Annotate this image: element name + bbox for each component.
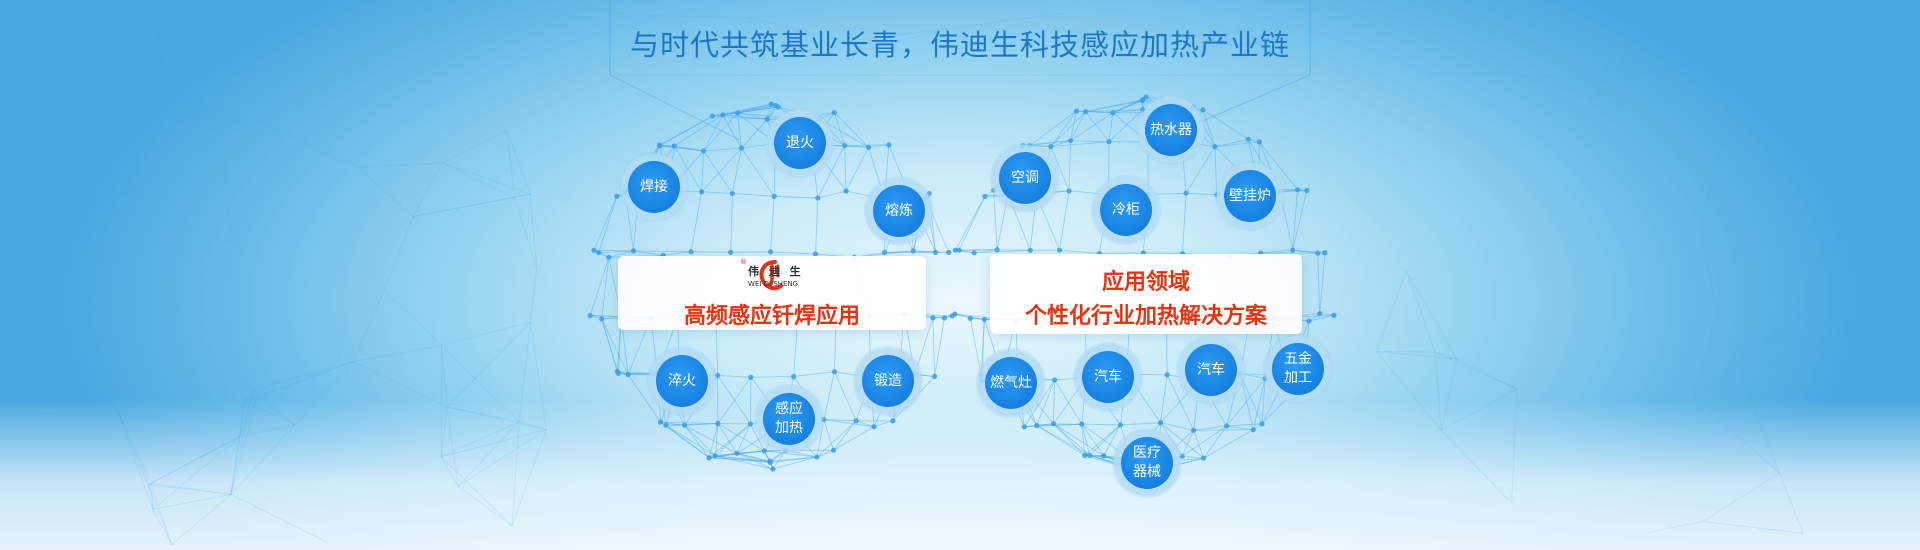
node-welding[interactable]: 焊接 (628, 161, 680, 213)
node-water-heater[interactable]: 热水器 (1145, 104, 1197, 156)
brand-logo-icon (759, 260, 783, 291)
node-freezer[interactable]: 冷柜 (1100, 184, 1152, 236)
background-floor-glow (0, 400, 1920, 550)
node-annealing[interactable]: 退火 (774, 117, 826, 169)
node-forging[interactable]: 锻造 (862, 355, 914, 407)
node-wall-boiler[interactable]: 壁挂炉 (1224, 170, 1276, 222)
right-sphere-title-line1: 应用领域 (1101, 270, 1190, 295)
node-air-conditioner[interactable]: 空调 (999, 152, 1051, 204)
node-automobile-1[interactable]: 汽车 (1082, 351, 1134, 403)
left-sphere-title: 高频感应钎焊应用 (683, 304, 860, 329)
left-title-card: ® 伟 迪 生 WEI DI SHENG 高频感应钎焊应用 (618, 256, 926, 330)
node-hardware-processing[interactable]: 五金 加工 (1272, 343, 1324, 395)
node-automobile-2[interactable]: 汽车 (1185, 344, 1237, 396)
node-smelting[interactable]: 熔炼 (873, 185, 925, 237)
node-quenching[interactable]: 淬火 (656, 355, 708, 407)
node-gas-stove[interactable]: 燃气灶 (985, 357, 1037, 409)
right-sphere-title-line2: 个性化行业加热解决方案 (1024, 304, 1267, 329)
brand-name-en: WEI DI SHENG (748, 280, 799, 288)
registered-mark: ® (740, 258, 747, 266)
right-title-card: 应用领域 个性化行业加热解决方案 (990, 254, 1302, 334)
node-induction-heating[interactable]: 感应 加热 (763, 393, 815, 445)
brand-logo: ® 伟 迪 生 WEI DI SHENG (718, 258, 828, 294)
brand-name-cn: 伟 迪 生 (748, 265, 804, 278)
node-medical-equipment[interactable]: 医疗 器械 (1121, 437, 1173, 489)
headline: 与时代共筑基业长青，伟迪生科技感应加热产业链 (629, 28, 1290, 62)
